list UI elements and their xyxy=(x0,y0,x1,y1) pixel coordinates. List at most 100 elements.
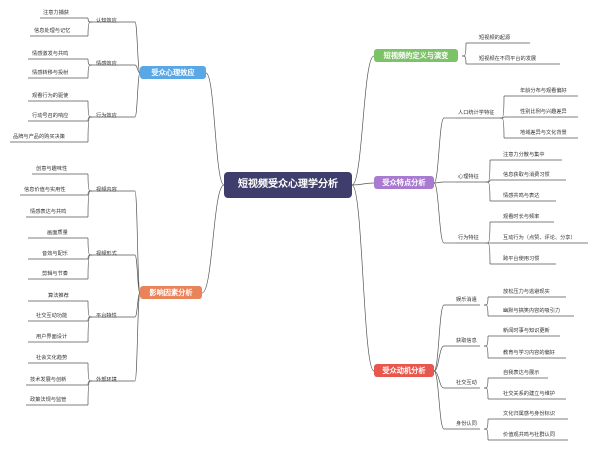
subtopic-social-interaction[interactable]: 社交互动 xyxy=(456,380,477,386)
connector-line xyxy=(433,345,445,372)
leaf-item[interactable]: 注意力分散与集中 xyxy=(503,152,545,158)
connector-line xyxy=(87,362,92,382)
branch-definition-evolution[interactable]: 短视频的定义与演变 xyxy=(374,49,458,62)
connector-line xyxy=(484,428,489,441)
leaf-item[interactable]: 价值观共鸣与社群认同 xyxy=(503,432,555,438)
leaf-item[interactable]: 信息处理与记忆 xyxy=(34,28,71,34)
leaf-item[interactable]: 情感共鸣与表达 xyxy=(503,193,540,199)
leaf-item[interactable]: 创意与趣味性 xyxy=(36,166,68,172)
connector-line xyxy=(462,42,467,57)
connector-line xyxy=(134,21,141,74)
connector-line xyxy=(484,296,489,306)
leaf-item[interactable]: 互动行为（点赞、评论、分享） xyxy=(503,235,576,241)
subtopic-emotional-effect[interactable]: 情感效应 xyxy=(96,61,117,67)
leaf-item[interactable]: 剪辑与节奏 xyxy=(42,271,68,277)
leaf-item[interactable]: 社交关系的建立与维护 xyxy=(503,391,555,397)
connector-line xyxy=(433,304,445,372)
connector-line xyxy=(433,181,445,184)
connector-line xyxy=(484,387,489,400)
branch-influencing-factors[interactable]: 影响因素分析 xyxy=(140,286,202,299)
leaf-item[interactable]: 自我表达与展示 xyxy=(503,370,540,376)
connector-line xyxy=(87,237,92,256)
connector-line xyxy=(87,116,92,143)
subtopic-video-content[interactable]: 视频内容 xyxy=(96,187,117,193)
leaf-item[interactable]: 政策法规与监管 xyxy=(30,397,67,403)
connector-line xyxy=(134,292,141,382)
connector-line xyxy=(486,181,491,202)
leaf-item[interactable]: 画面质量 xyxy=(47,230,68,236)
connector-line xyxy=(87,300,92,318)
connector-line xyxy=(134,64,141,74)
leaf-item[interactable]: 情感激发与共鸣 xyxy=(32,51,69,57)
leaf-item[interactable]: 幽默与搞笑内容的吸引力 xyxy=(503,308,561,314)
connector-line xyxy=(87,190,92,218)
subtopic-information[interactable]: 获取信息 xyxy=(456,338,477,344)
connector-line xyxy=(87,173,92,192)
leaf-item[interactable]: 放松压力与逃避现实 xyxy=(503,289,550,295)
subtopic-behavioral-features[interactable]: 行为特征 xyxy=(458,235,479,241)
leaf-item[interactable]: 音效与配乐 xyxy=(42,251,68,257)
leaf-item[interactable]: 社交互动功能 xyxy=(36,313,68,319)
connector-line xyxy=(201,184,225,294)
subtopic-behavioral-effect[interactable]: 行为效应 xyxy=(96,113,117,119)
leaf-item[interactable]: 观看时长与频率 xyxy=(503,214,540,220)
connector-line xyxy=(486,221,491,244)
leaf-item[interactable]: 短视频的起源 xyxy=(479,35,511,41)
subtopic-entertainment[interactable]: 娱乐消遣 xyxy=(456,297,477,303)
connector-line xyxy=(484,304,489,317)
subtopic-cognitive-effect[interactable]: 认知效应 xyxy=(96,18,117,24)
leaf-item[interactable]: 技术发展与创新 xyxy=(30,377,67,383)
connector-line xyxy=(462,55,467,65)
connector-line xyxy=(484,335,489,347)
subtopic-platform-features[interactable]: 平台特性 xyxy=(96,313,117,319)
connector-line xyxy=(134,254,141,294)
connector-line xyxy=(486,242,491,265)
connector-line xyxy=(205,72,225,186)
subtopic-demographic-features[interactable]: 人口统计学特征 xyxy=(458,110,495,116)
leaf-item[interactable]: 注意力捕获 xyxy=(43,10,69,16)
connector-line xyxy=(87,21,92,37)
connector-line xyxy=(484,377,489,389)
connector-line xyxy=(87,316,92,343)
leaf-item[interactable]: 短视频在不同平台的发展 xyxy=(479,56,537,62)
leaf-item[interactable]: 社会文化趋势 xyxy=(36,355,68,361)
root-topic[interactable]: 短视频受众心理学分析 xyxy=(224,172,352,198)
connector-line xyxy=(87,17,92,23)
leaf-item[interactable]: 品牌与产品的购买决策 xyxy=(13,134,65,140)
leaf-item[interactable]: 情感转移与投射 xyxy=(32,70,69,76)
subtopic-video-form[interactable]: 视频形式 xyxy=(96,251,117,257)
connector-line xyxy=(433,182,445,244)
leaf-item[interactable]: 文化归属感与身份标识 xyxy=(503,411,555,417)
leaf-item[interactable]: 信息获取与消费习惯 xyxy=(503,172,550,178)
connector-line xyxy=(87,254,92,280)
connector-line xyxy=(87,100,92,118)
branch-audience-features[interactable]: 受众特点分析 xyxy=(374,176,434,189)
connector-line xyxy=(87,380,92,406)
connector-line xyxy=(351,184,375,372)
leaf-item[interactable]: 用户界面设计 xyxy=(36,334,68,340)
branch-audience-psych-effects[interactable]: 受众心理效应 xyxy=(140,66,206,79)
connector-line xyxy=(484,418,489,430)
leaf-item[interactable]: 教育与学习内容的偏好 xyxy=(503,350,555,356)
subtopic-identity[interactable]: 身份认同 xyxy=(456,421,477,427)
leaf-item[interactable]: 行动号召的响应 xyxy=(32,113,69,119)
leaf-item[interactable]: 性别比例与兴趣差异 xyxy=(520,109,567,115)
subtopic-psychological-features[interactable]: 心理特征 xyxy=(458,174,479,180)
leaf-item[interactable]: 跨平台使用习惯 xyxy=(503,256,540,262)
subtopic-external-environment[interactable]: 外部环境 xyxy=(96,377,117,383)
leaf-item[interactable]: 情感表达与共鸣 xyxy=(30,209,67,215)
leaf-item[interactable]: 信息价值与实用性 xyxy=(24,187,66,193)
leaf-item[interactable]: 算法推荐 xyxy=(48,293,69,299)
connector-line xyxy=(486,159,491,183)
branch-audience-motives[interactable]: 受众动机分析 xyxy=(374,364,434,377)
connector-line xyxy=(484,345,489,359)
leaf-item[interactable]: 新闻时事与知识更新 xyxy=(503,328,550,334)
leaf-item[interactable]: 观看行为的驱使 xyxy=(32,93,69,99)
connector-line xyxy=(351,55,375,186)
connector-line xyxy=(500,117,505,139)
leaf-item[interactable]: 地域差异与文化背景 xyxy=(520,130,567,136)
connector-line xyxy=(134,292,141,318)
connector-line xyxy=(500,95,505,119)
leaf-item[interactable]: 年龄分布与观看偏好 xyxy=(520,88,567,94)
